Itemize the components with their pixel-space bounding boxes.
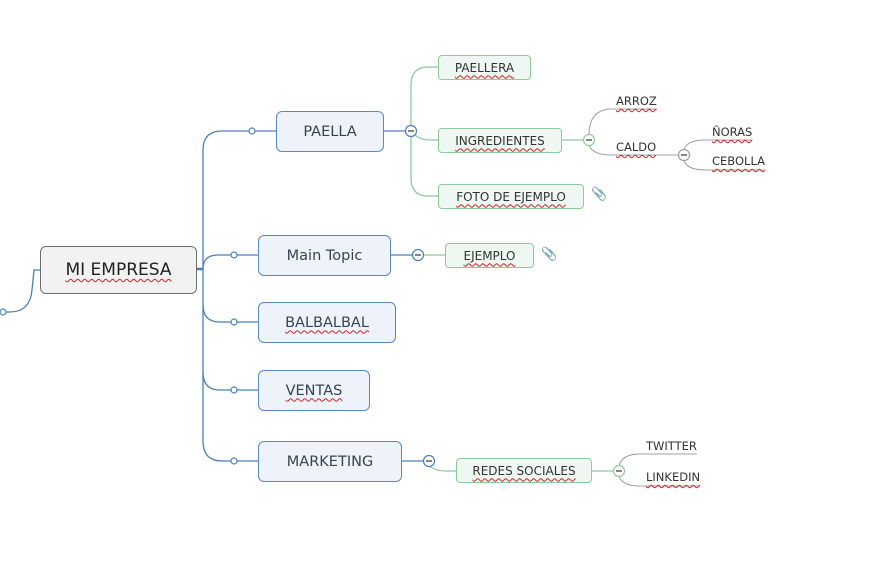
topic-balbalbal[interactable]: BALBALBAL bbox=[258, 302, 396, 343]
topic-marketing[interactable]: MARKETING bbox=[258, 441, 402, 482]
subtopic-label: EJEMPLO bbox=[463, 248, 516, 263]
subtopic-label: INGREDIENTES bbox=[455, 133, 545, 148]
leaf-caldo[interactable]: CALDO bbox=[616, 140, 657, 154]
central-topic-label: MI EMPRESA bbox=[65, 260, 172, 280]
subtopic-foto-de-ejemplo[interactable]: FOTO DE EJEMPLO bbox=[438, 184, 584, 209]
topic-label: MARKETING bbox=[286, 453, 374, 470]
subtopic-redes-sociales[interactable]: REDES SOCIALES bbox=[456, 458, 592, 483]
attachment-icon[interactable]: 📎 bbox=[541, 247, 558, 262]
topic-label: PAELLA bbox=[303, 123, 357, 140]
subtopic-label: REDES SOCIALES bbox=[472, 463, 576, 478]
topic-label: Main Topic bbox=[286, 247, 363, 264]
central-topic[interactable]: MI EMPRESA bbox=[40, 246, 197, 294]
leaf-linkedin[interactable]: LINKEDIN bbox=[646, 470, 701, 484]
leaf-arroz[interactable]: ARROZ bbox=[616, 94, 657, 108]
leaf-twitter[interactable]: TWITTER bbox=[646, 439, 697, 453]
topic-ventas[interactable]: VENTAS bbox=[258, 370, 370, 411]
topic-label: BALBALBAL bbox=[285, 314, 369, 331]
topic-main-topic[interactable]: Main Topic bbox=[258, 235, 391, 276]
subtopic-ejemplo[interactable]: EJEMPLO bbox=[445, 243, 534, 268]
subtopic-label: FOTO DE EJEMPLO bbox=[456, 189, 566, 204]
subtopic-paellera[interactable]: PAELLERA bbox=[438, 55, 531, 80]
topic-label: VENTAS bbox=[285, 382, 343, 399]
subtopic-ingredientes[interactable]: INGREDIENTES bbox=[438, 128, 562, 153]
leaf-noras[interactable]: ÑORAS bbox=[712, 125, 753, 139]
topic-paella[interactable]: PAELLA bbox=[276, 111, 384, 152]
subtopic-label: PAELLERA bbox=[454, 60, 515, 75]
attachment-icon[interactable]: 📎 bbox=[591, 187, 608, 202]
leaf-cebolla[interactable]: CEBOLLA bbox=[712, 154, 765, 168]
